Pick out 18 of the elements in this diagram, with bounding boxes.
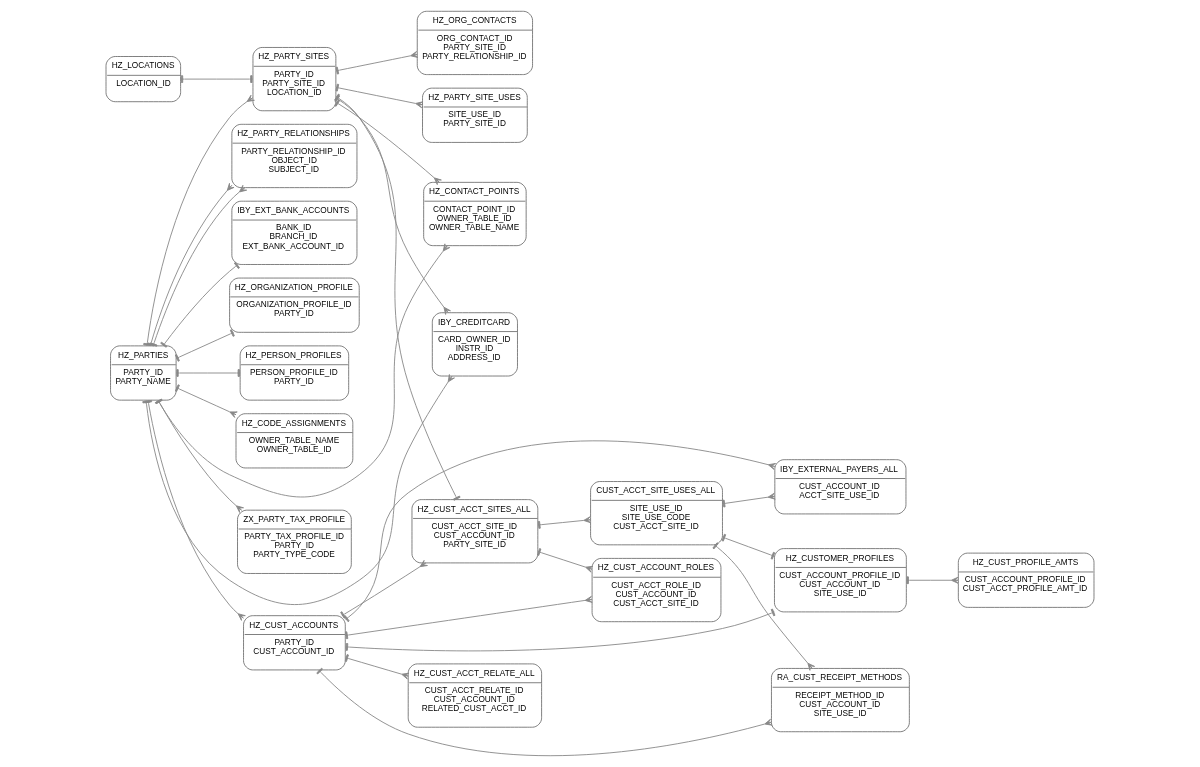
connector [712,542,816,671]
connector [340,559,428,619]
connector [905,576,959,585]
connector [155,398,244,513]
connector [334,99,442,186]
connector [722,492,776,508]
connector [335,51,419,75]
connector [537,548,594,573]
connector [344,595,593,640]
connector [160,261,240,348]
connector [343,440,777,623]
connector [344,654,410,680]
connector [174,384,238,418]
connector [537,516,592,529]
connector [175,369,241,377]
connector [721,533,776,560]
connector [174,329,235,362]
connector [316,667,773,756]
